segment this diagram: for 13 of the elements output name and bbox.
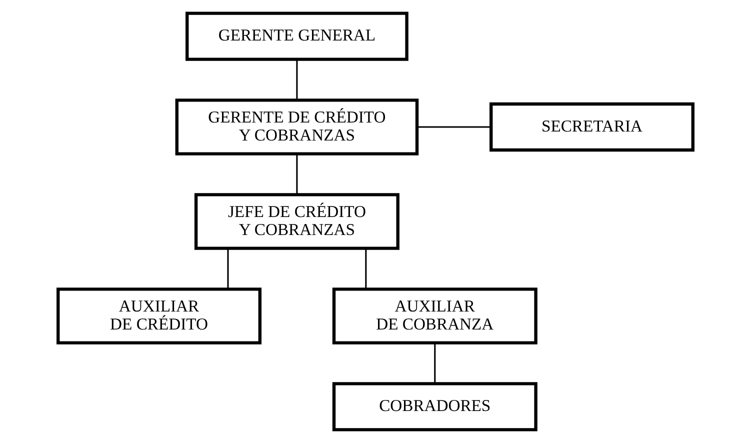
connector (417, 126, 491, 128)
node-box: GERENTE GENERAL (186, 12, 408, 61)
connector (296, 60, 298, 100)
connector (434, 343, 436, 384)
node-box: AUXILIAR DE CRÉDITO (56, 288, 262, 344)
node-box: GERENTE DE CRÉDITO Y COBRANZAS (175, 98, 419, 156)
node-box: COBRADORES (332, 382, 538, 432)
node-box: AUXILIAR DE COBRANZA (332, 288, 538, 344)
node-box: SECRETARIA (490, 102, 694, 152)
connector (227, 248, 229, 290)
connector (365, 248, 367, 290)
connector (296, 154, 298, 195)
node-box: JEFE DE CRÉDITO Y COBRANZAS (194, 193, 400, 250)
